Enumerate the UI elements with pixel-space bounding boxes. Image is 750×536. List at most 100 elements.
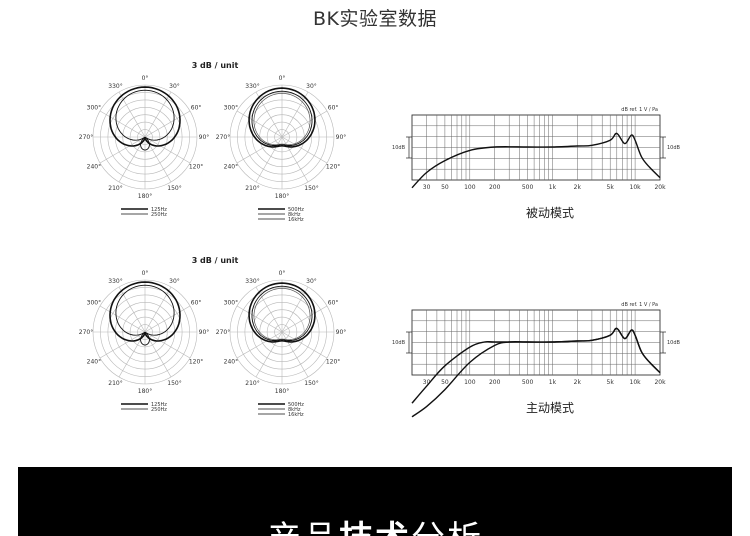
polar-grid-spoke <box>281 136 328 164</box>
passive-mode-diagrams: 0°30°60°90°120°150°180°210°240°270°300°3… <box>79 75 681 223</box>
legend-label: 8kHz <box>288 407 301 413</box>
polar-angle-label: 330° <box>108 278 122 285</box>
polar-angle-label: 270° <box>79 329 93 336</box>
polar-grid-spoke <box>236 305 283 333</box>
polar-angle-label: 180° <box>275 388 289 395</box>
heading-part-2: 技术 <box>339 519 411 536</box>
polar-grid-spoke <box>281 331 328 359</box>
freq-x-tick-label: 10k <box>630 379 642 386</box>
polar-angle-label: 330° <box>245 83 259 90</box>
polar-angle-label: 240° <box>224 164 238 171</box>
legend-label: 250Hz <box>151 212 167 218</box>
freq-x-tick-label: 20k <box>654 379 666 386</box>
freq-scale-label: 10dB <box>667 145 681 151</box>
polar-grid-spoke <box>281 305 328 333</box>
polar-angle-label: 270° <box>216 329 230 336</box>
section-banner: 产品技术分析 <box>18 467 732 536</box>
polar-grid-spoke <box>99 110 146 138</box>
polar-angle-label: 150° <box>167 380 181 387</box>
freq-response-line-1 <box>411 132 661 189</box>
legend-label: 125Hz <box>151 402 167 408</box>
polar-grid-spoke <box>281 110 328 138</box>
polar-angle-label: 270° <box>216 134 230 141</box>
polar-angle-label: 120° <box>189 164 203 171</box>
polar-curve-500hz <box>248 87 316 148</box>
freq-x-tick-label: 500 <box>522 184 534 191</box>
polar-curve-250hz <box>115 89 175 151</box>
polar-angle-label: 180° <box>275 193 289 200</box>
polar-angle-label: 60° <box>328 105 339 112</box>
polar-angle-label: 300° <box>87 105 101 112</box>
polar-curve-125hz <box>109 281 181 342</box>
page-title: BK实验室数据 <box>313 8 437 30</box>
polar-angle-label: 60° <box>328 300 339 307</box>
polar-angle-label: 30° <box>306 278 317 285</box>
polar-angle-label: 120° <box>326 164 340 171</box>
polar-grid-spoke <box>236 136 283 164</box>
heading-part-3: 分析 <box>411 519 483 536</box>
freq-x-tick-label: 200 <box>489 379 501 386</box>
polar-angle-label: 150° <box>304 185 318 192</box>
polar-grid-spoke <box>144 136 191 164</box>
polar-angle-label: 30° <box>306 83 317 90</box>
polar-angle-label: 240° <box>224 359 238 366</box>
polar-angle-label: 270° <box>79 134 93 141</box>
freq-ref-label: dB ref. 1 V / Pa <box>621 107 658 113</box>
freq-x-tick-label: 30 <box>423 184 431 191</box>
polar-grid-spoke <box>144 331 191 359</box>
polar-grid-spoke <box>255 91 283 138</box>
active-mode-caption: 主动模式 <box>525 401 574 415</box>
polar-angle-label: 240° <box>87 164 101 171</box>
polar-angle-label: 90° <box>336 329 347 336</box>
freq-x-tick-label: 20k <box>654 184 666 191</box>
polar-grid-spoke <box>99 331 146 359</box>
polar-grid-spoke <box>255 286 283 333</box>
polar-curve-16khz <box>253 287 311 341</box>
freq-response-line-1 <box>411 327 661 404</box>
polar-curve-500hz <box>248 282 316 343</box>
polar-grid-spoke <box>281 91 309 138</box>
polar-angle-label: 300° <box>224 105 238 112</box>
freq-x-tick-label: 5k <box>607 379 615 386</box>
freq-x-tick-label: 100 <box>464 184 476 191</box>
polar-angle-label: 60° <box>191 105 202 112</box>
heading-part-1: 产品 <box>267 519 339 536</box>
legend-label: 16kHz <box>288 412 304 418</box>
legend-label: 500Hz <box>288 207 304 213</box>
polar-angle-label: 210° <box>108 185 122 192</box>
passive-mode-caption: 被动模式 <box>525 206 574 220</box>
freq-x-tick-label: 1k <box>549 379 557 386</box>
active-mode-diagrams: 0° 30° 60° 90° 120° 150° 180° 210° 240° 270° 30 0° 3… <box>79 270 681 418</box>
polar-curve-125hz <box>109 86 181 147</box>
section-heading: 产品技术分析 <box>18 511 732 536</box>
polar-angle-label: 120° <box>326 359 340 366</box>
polar-angle-label: 90° <box>336 134 347 141</box>
polar-curve-16khz <box>253 92 311 146</box>
polar-angle-label: 0° <box>279 270 286 277</box>
polar-angle-label: 0° <box>142 270 149 277</box>
polar-curve-250hz <box>115 284 175 346</box>
legend-label: 8kHz <box>288 212 301 218</box>
freq-response-line-2 <box>411 327 661 418</box>
polar-grid-spoke <box>236 110 283 138</box>
polar-angle-label: 210° <box>108 380 122 387</box>
polar-angle-label: 330° <box>108 83 122 90</box>
freq-x-tick-label: 1k <box>549 184 557 191</box>
polar-angle-label: 120° <box>189 359 203 366</box>
freq-x-tick-label: 10k <box>630 184 642 191</box>
polar-scale-title: 3 dB / unit <box>191 256 239 265</box>
polar-angle-label: 180° <box>138 388 152 395</box>
polar-angle-label: 90° <box>199 134 210 141</box>
polar-angle-label: 330° <box>245 278 259 285</box>
freq-x-tick-label: 2k <box>574 184 582 191</box>
polar-grid-spoke <box>144 305 191 333</box>
polar-curve-8khz <box>251 90 313 146</box>
freq-x-tick-label: 50 <box>441 379 449 386</box>
active-mode-panel: 3 dB / unit 0° 30° 60° 90° 120° 150° 180° 210° 2… <box>0 250 750 450</box>
polar-angle-label: 60° <box>191 300 202 307</box>
freq-x-tick-label: 30 <box>423 379 431 386</box>
passive-mode-panel: 3 dB / unit 0°30°60°90°120°150°180°210°2… <box>0 55 750 255</box>
freq-scale-label: 10dB <box>392 340 406 346</box>
polar-grid-spoke <box>99 136 146 164</box>
legend-label: 16kHz <box>288 217 304 223</box>
